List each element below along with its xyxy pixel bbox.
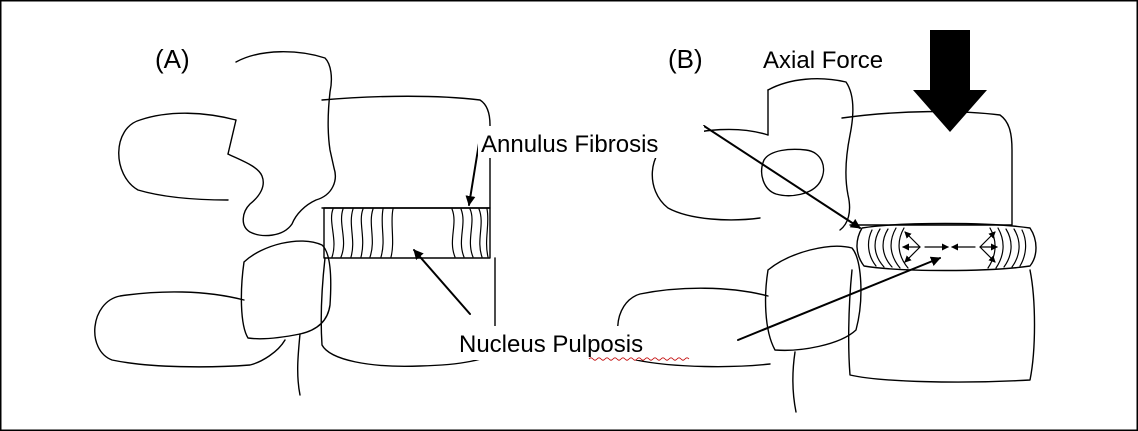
panel-b-lower-lamina	[793, 352, 796, 412]
panel-b-annulus-lines-left	[869, 228, 908, 268]
panel-a-upper-articular-process	[228, 52, 335, 236]
axial-force-label: Axial Force	[763, 47, 883, 74]
panel-a-upper-vertebral-body	[322, 96, 490, 208]
axial-force-arrow-icon	[913, 30, 987, 132]
panel-a-upper-pedicle-line	[228, 120, 236, 154]
panel-a-upper-spinous-process	[119, 113, 236, 200]
panel-b-upper-facet	[762, 149, 824, 195]
panel-b-lower-vertebral-body	[849, 270, 1035, 382]
panel-b-lower-articular-process	[766, 246, 861, 350]
panel-a: (A)	[95, 44, 495, 395]
panel-b-label: (B)	[668, 44, 703, 74]
panel-a-label: (A)	[155, 44, 190, 74]
panel-a-nucleus-arrow	[414, 250, 470, 314]
panel-a-intervertebral-disc	[324, 208, 490, 258]
panel-b-annulus-arrow	[704, 126, 860, 228]
panel-a-annulus-lines-right	[452, 209, 488, 257]
panel-b-upper-vertebral-body	[842, 112, 1012, 225]
annulus-fibrosis-label: Annulus Fibrosis	[481, 131, 658, 158]
panel-a-lower-lamina	[298, 334, 300, 395]
panel-a-lower-articular-process	[241, 241, 330, 339]
panel-b-pressure-arrows	[903, 232, 997, 262]
panel-a-lower-spinous-process	[95, 292, 285, 367]
panel-a-annulus-lines-left	[332, 209, 393, 257]
panel-b-upper-articular-process	[768, 79, 853, 230]
nucleus-pulposis-label: Nucleus Pulposis	[459, 331, 643, 358]
